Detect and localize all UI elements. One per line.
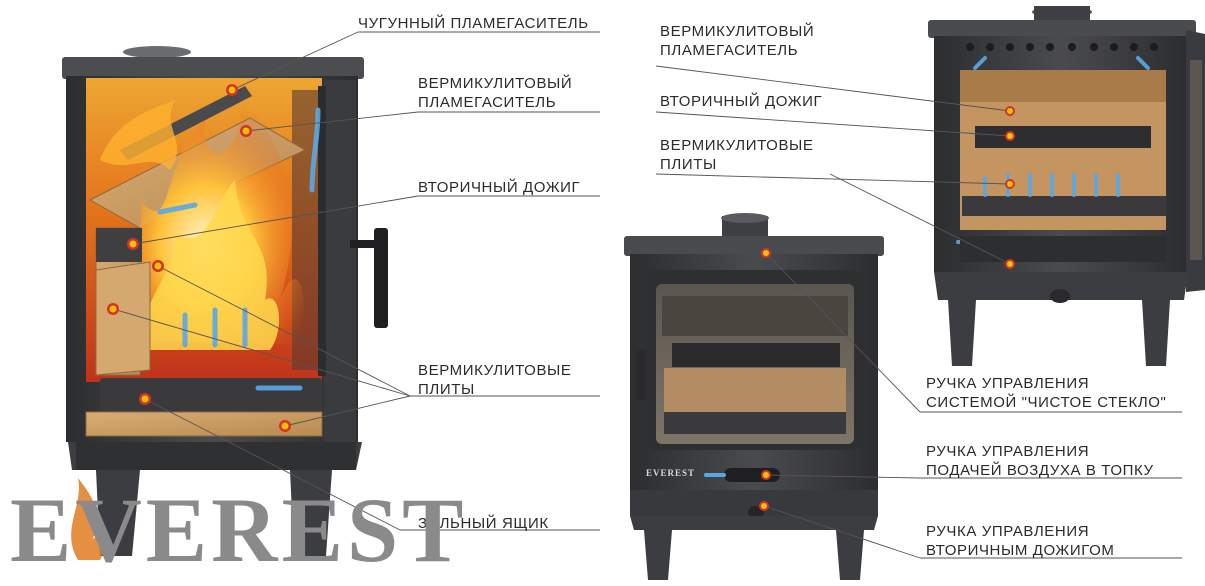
marker-r-bottom: [1005, 259, 1015, 269]
label-ash-box: ЗОЛЬНЫЙ ЯЩИК: [418, 515, 549, 532]
open-stove: [928, 6, 1205, 366]
brand-logo: EVEREST: [10, 479, 468, 581]
marker-secondary-burn: [127, 238, 139, 250]
label-cast-iron-baffle: ЧУГУННЫЙ ПЛАМЕГАСИТЕЛЬ: [358, 15, 589, 32]
logo-flame-icon: [71, 478, 104, 560]
label-vermiculite-plates-left: ВЕРМИКУЛИТОВЫЕ ПЛИТЫ: [418, 362, 572, 398]
marker-ash-box: [139, 393, 151, 405]
closed-stove: [624, 213, 884, 580]
label-air-supply-handle: РУЧКА УПРАВЛЕНИЯ ПОДАЧЕЙ ВОЗДУХА В ТОПКУ: [926, 443, 1154, 479]
marker-clean-glass: [761, 248, 771, 258]
stove-badge: EVEREST: [646, 468, 696, 478]
marker-secondary-handle: [759, 501, 769, 511]
marker-plate-2: [107, 303, 119, 315]
marker-cast-iron-baffle: [226, 84, 238, 96]
marker-r-baffle: [1005, 106, 1015, 116]
marker-r-plates: [1005, 179, 1015, 189]
label-vermiculite-baffle-right: ВЕРМИКУЛИТОВЫЙ ПЛАМЕГАСИТЕЛЬ: [660, 23, 815, 59]
label-vermiculite-plates-right: ВЕРМИКУЛИТОВЫЕ ПЛИТЫ: [660, 137, 814, 173]
marker-air-supply: [761, 470, 771, 480]
label-secondary-burn-right: ВТОРИЧНЫЙ ДОЖИГ: [660, 93, 823, 110]
label-vermiculite-baffle-left: ВЕРМИКУЛИТОВЫЙ ПЛАМЕГАСИТЕЛЬ: [418, 75, 573, 111]
marker-plate-1: [152, 260, 164, 272]
label-secondary-burn-handle: РУЧКА УПРАВЛЕНИЯ ВТОРИЧНЫМ ДОЖИГОМ: [926, 523, 1115, 559]
label-clean-glass-handle: РУЧКА УПРАВЛЕНИЯ СИСТЕМОЙ "ЧИСТОЕ СТЕКЛО…: [926, 375, 1167, 411]
leader-lines: [112, 31, 1182, 559]
cutaway-stove: [62, 46, 388, 556]
marker-r-secondary: [1005, 131, 1015, 141]
marker-vermiculite-baffle: [240, 125, 252, 137]
marker-plate-3: [279, 420, 291, 432]
label-secondary-burn-left: ВТОРИЧНЫЙ ДОЖИГ: [418, 179, 581, 196]
markers: [107, 84, 1015, 511]
